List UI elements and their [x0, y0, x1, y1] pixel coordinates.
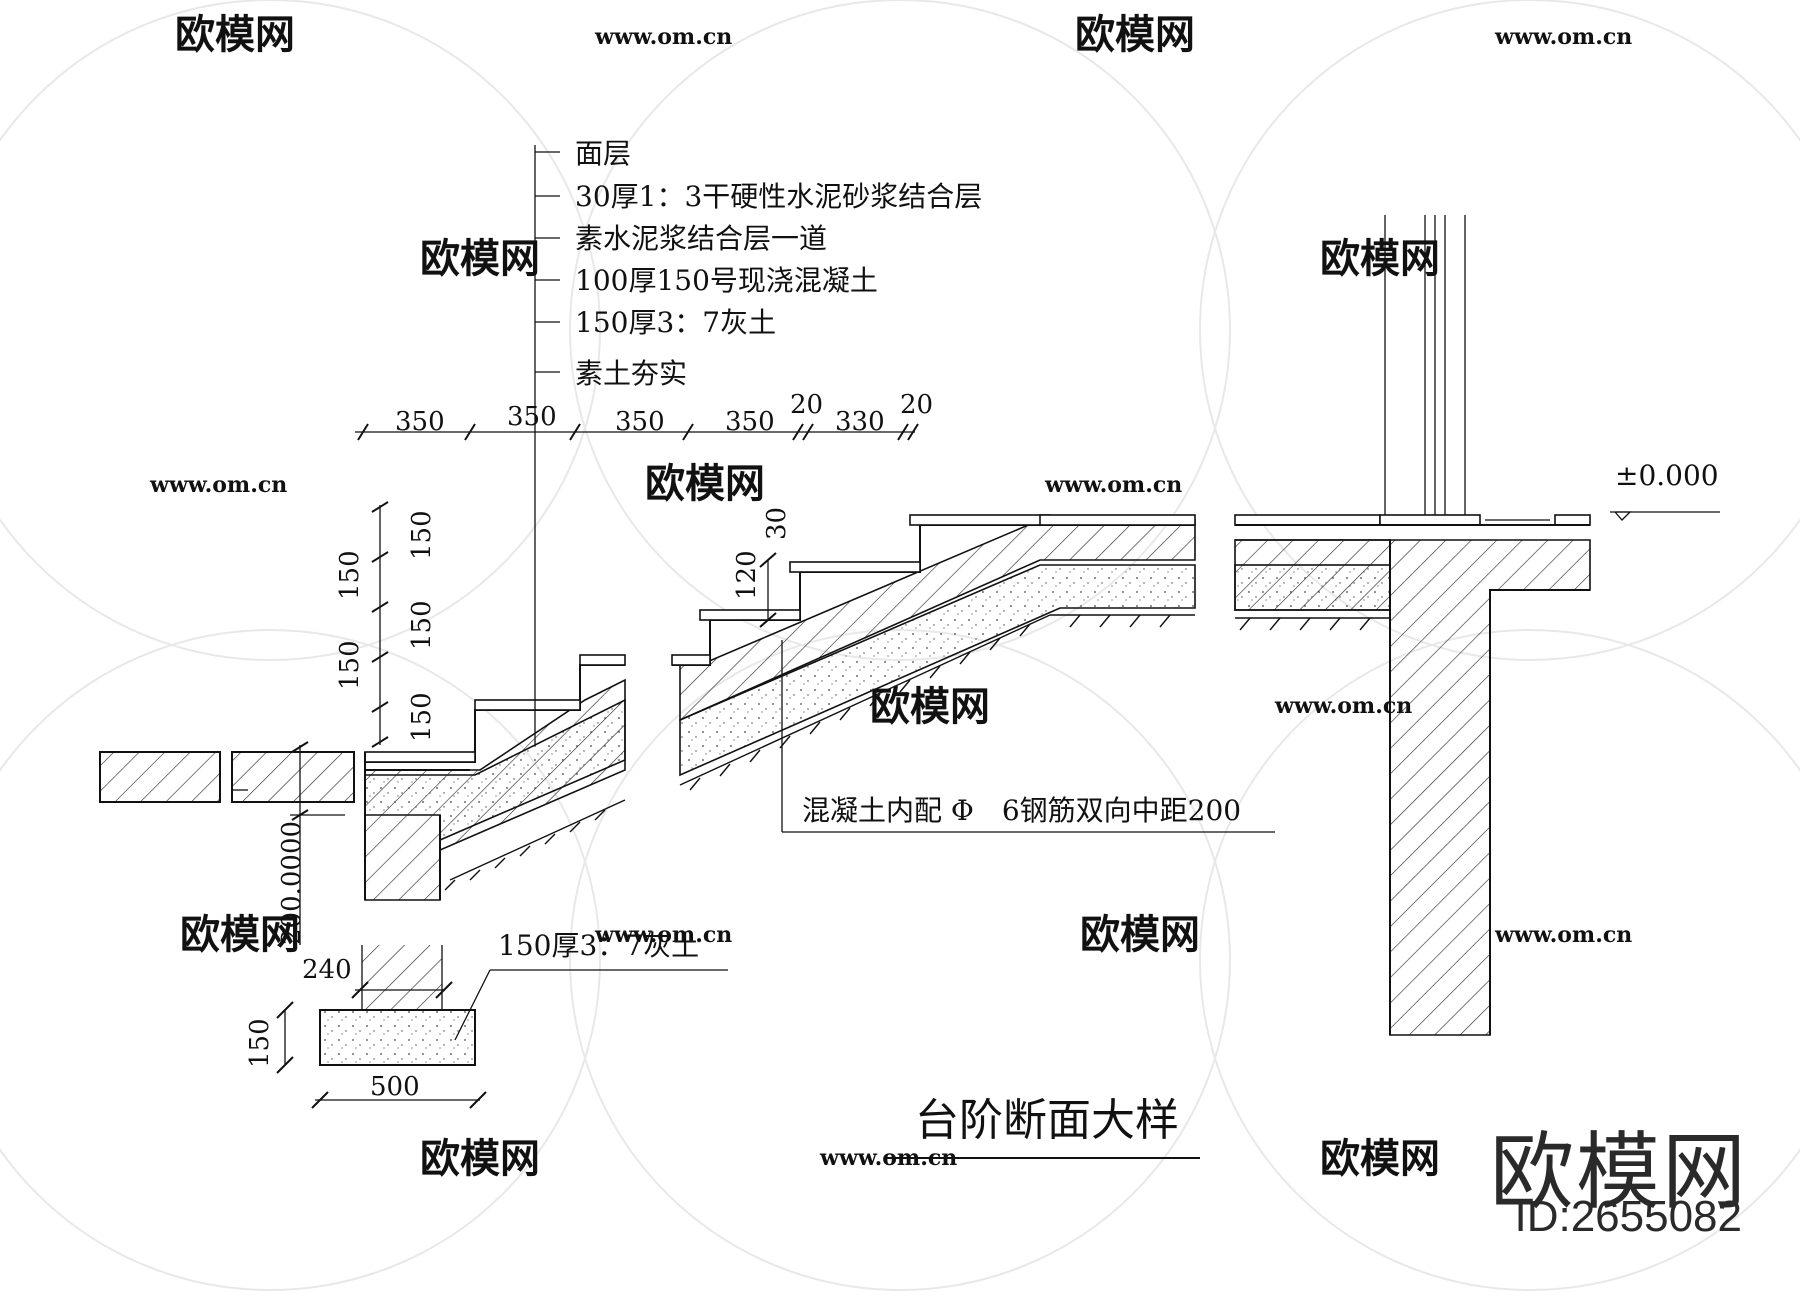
dim-text: 350: [395, 407, 445, 437]
watermark-brand: 欧模网: [1075, 11, 1195, 58]
watermark-url: www.om.cn: [1044, 472, 1182, 498]
dim-text: 30: [762, 507, 792, 540]
title-text: 台阶断面大样: [915, 1095, 1179, 1146]
dim-text: 150: [407, 510, 437, 560]
dim-text: 150: [407, 692, 437, 742]
dim-text: 150: [335, 640, 365, 690]
watermark-brand: 欧模网: [420, 235, 540, 282]
watermark-logo: 欧模网: [1489, 1123, 1748, 1221]
watermark-brand: 欧模网: [420, 1135, 540, 1182]
middle-stair-section: 120 30 混凝土内配 Φ 6钢筋双向中距200: [671, 507, 1275, 833]
layer-label: 30厚1：3干硬性水泥砂浆结合层: [575, 180, 982, 213]
dim-text: 20: [900, 390, 933, 420]
watermark-brand: 欧模网: [645, 460, 765, 507]
watermark-id: ID:2655082: [1514, 1192, 1742, 1241]
dim-text: 240: [302, 955, 352, 985]
layer-label: 150厚3：7灰土: [575, 306, 776, 339]
watermark-url: www.om.cn: [1494, 922, 1632, 948]
watermark-brand: 欧模网: [1320, 235, 1440, 282]
dim-text: 200.0000: [277, 821, 307, 945]
watermark-brand: 欧模网: [870, 683, 990, 730]
right-wall-section: ±0.000: [1234, 215, 1720, 1036]
watermark-url: www.om.cn: [1494, 24, 1632, 50]
left-stair-section: [99, 654, 626, 901]
layer-label: 面层: [575, 137, 631, 170]
footing-detail: 200.0000 240 150厚3：7灰土 150 500: [245, 741, 728, 1109]
dim-text: 120: [732, 550, 762, 600]
layer-label: 素水泥浆结合层一道: [575, 222, 827, 255]
footing-note: 150厚3：7灰土: [498, 929, 699, 962]
elevation-label: ±0.000: [1615, 459, 1719, 492]
dim-text: 330: [835, 407, 885, 437]
watermark-brand: 欧模网: [180, 911, 300, 958]
dim-text: 350: [725, 407, 775, 437]
drawing-title: 台阶断面大样: [885, 1095, 1200, 1159]
layer-label: 素土夯实: [575, 357, 687, 390]
watermark-brand: 欧模网: [1080, 911, 1200, 958]
dim-text: 150: [335, 550, 365, 600]
rebar-note: 混凝土内配 Φ 6钢筋双向中距200: [802, 794, 1241, 827]
dim-text: 150: [407, 600, 437, 650]
watermark-url: www.om.cn: [594, 922, 732, 948]
watermark-url: www.om.cn: [149, 472, 287, 498]
layer-label: 100厚150号现浇混凝土: [575, 264, 878, 297]
dim-text: 350: [507, 402, 557, 432]
dim-text: 150: [245, 1018, 275, 1068]
watermark-brand: 欧模网: [1320, 1135, 1440, 1182]
dim-text: 350: [615, 407, 665, 437]
watermark-url: www.om.cn: [594, 24, 732, 50]
dim-text: 500: [370, 1072, 420, 1102]
dimension-left: 150 150 150 150 150: [335, 501, 437, 748]
layer-leader: 面层 30厚1：3干硬性水泥砂浆结合层 素水泥浆结合层一道 100厚150号现浇…: [534, 137, 982, 745]
dimension-top: 350 350 350 350 20 330 20: [355, 390, 933, 441]
dim-text: 20: [790, 390, 823, 420]
watermark-brand: 欧模网: [175, 11, 295, 58]
